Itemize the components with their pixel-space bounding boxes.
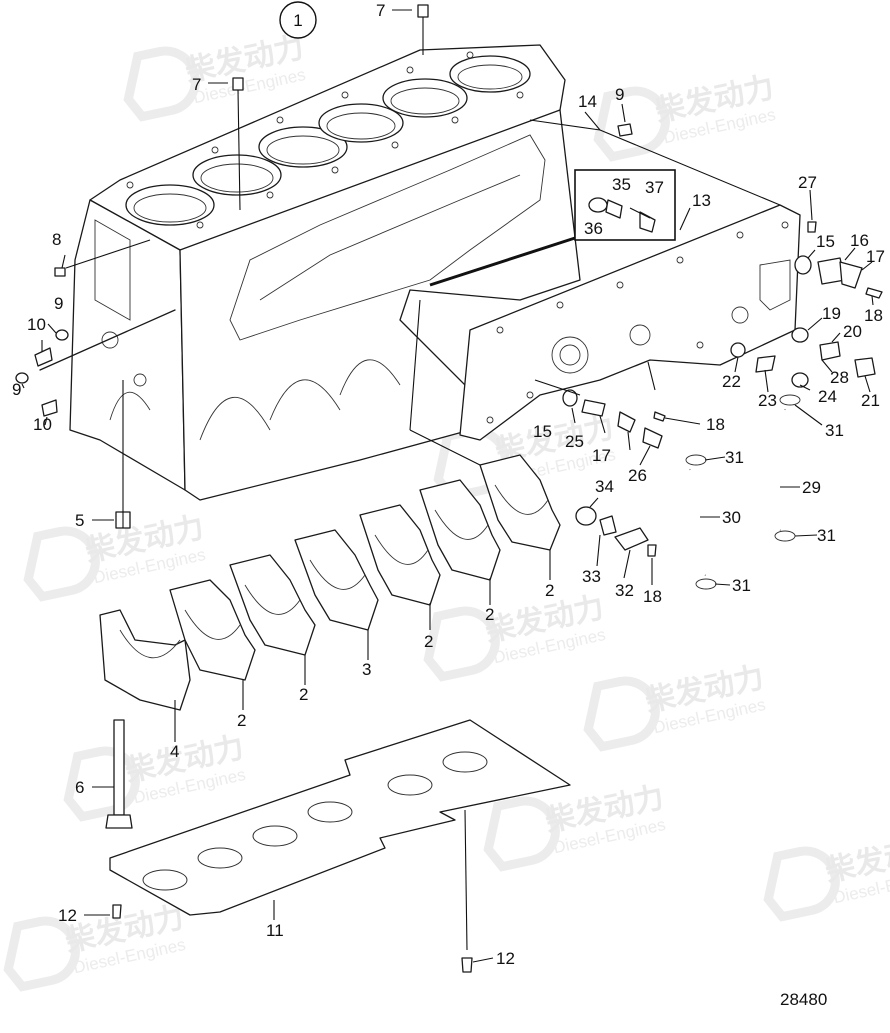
- callout: 9: [12, 380, 21, 399]
- watermark: 柴发动力 Diesel-Engines: [483, 780, 667, 872]
- callout: 11: [266, 921, 284, 940]
- watermark: 柴发动力 Diesel-Engines: [593, 70, 777, 162]
- callout: 18: [864, 306, 883, 325]
- ladder-frame: [109, 719, 571, 916]
- callout: 5: [75, 511, 84, 530]
- callout: 25: [565, 432, 584, 451]
- callout: 14: [578, 92, 597, 111]
- callout: 13: [692, 191, 711, 210]
- callout: 2: [424, 632, 433, 651]
- callout: 24: [818, 387, 837, 406]
- callout: 18: [706, 415, 725, 434]
- fittings-right: [730, 221, 883, 388]
- callout: 37: [645, 178, 664, 197]
- callout: 8: [52, 230, 61, 249]
- callout: 28: [830, 368, 849, 387]
- callout: 6: [75, 778, 84, 797]
- callout: 35: [612, 175, 631, 194]
- callout: 10: [27, 315, 46, 334]
- callout: 31: [817, 526, 836, 545]
- watermark: 柴发动力 Diesel-Engines: [3, 900, 187, 992]
- callout: 4: [170, 742, 179, 761]
- callout-labels: 7 7 9 14 35 37 36 13 27 15 16 17 18 19 2…: [12, 1, 885, 968]
- callout: 30: [722, 508, 741, 527]
- callout: 15: [816, 232, 835, 251]
- callout: 17: [592, 446, 611, 465]
- watermark: 柴发动力 Diesel-Engines: [583, 660, 767, 752]
- callout: 31: [732, 576, 751, 595]
- inset-box: [429, 169, 676, 287]
- figure-number: 1: [279, 1, 317, 39]
- bearing-caps: [99, 454, 561, 711]
- callout: 34: [595, 477, 614, 496]
- callout: 23: [758, 391, 777, 410]
- pan-bolts: [112, 904, 473, 973]
- callout: 9: [54, 294, 63, 313]
- callout: 22: [722, 372, 741, 391]
- callout: 3: [362, 660, 371, 679]
- callout: 12: [496, 949, 515, 968]
- callout: 2: [485, 605, 494, 624]
- cylinder-block: [69, 44, 581, 501]
- drawing-number: 28480: [780, 990, 827, 1009]
- callout: 18: [643, 587, 662, 606]
- fittings-lower: [562, 389, 666, 557]
- callout: 20: [843, 322, 862, 341]
- callout: 7: [192, 75, 201, 94]
- callout: 26: [628, 466, 647, 485]
- watermark: 柴发动力 Diesel-Engines: [763, 830, 890, 922]
- callout: 33: [582, 567, 601, 586]
- callout: 2: [237, 711, 246, 730]
- callout: 21: [861, 391, 880, 410]
- callout: 2: [299, 685, 308, 704]
- callout: 32: [615, 581, 634, 600]
- callout: 19: [822, 304, 841, 323]
- oil-cooler-cover: [459, 204, 801, 441]
- callout: 16: [850, 231, 869, 250]
- callout: 2: [545, 581, 554, 600]
- cylinder-bores: [125, 55, 531, 226]
- callout: 17: [866, 247, 885, 266]
- figure-number-text: 1: [293, 11, 302, 30]
- callout: 29: [802, 478, 821, 497]
- callout: 9: [615, 85, 624, 104]
- callout: 36: [584, 219, 603, 238]
- callout: 12: [58, 906, 77, 925]
- watermark: 柴发动力 Diesel-Engines: [63, 730, 247, 822]
- callout: 10: [33, 415, 52, 434]
- watermark: 柴发动力 Diesel-Engines: [423, 590, 607, 682]
- callout: 31: [725, 448, 744, 467]
- oil-hoses: [685, 394, 801, 590]
- watermark: 柴发动力 Diesel-Engines: [123, 30, 307, 122]
- callout: 15: [533, 422, 552, 441]
- callout: 7: [376, 1, 385, 20]
- leader-lines: [21, 9, 874, 963]
- fittings-left: [15, 4, 633, 417]
- deck-bolt-holes: [126, 51, 524, 229]
- callout: 31: [825, 421, 844, 440]
- callout: 27: [798, 173, 817, 192]
